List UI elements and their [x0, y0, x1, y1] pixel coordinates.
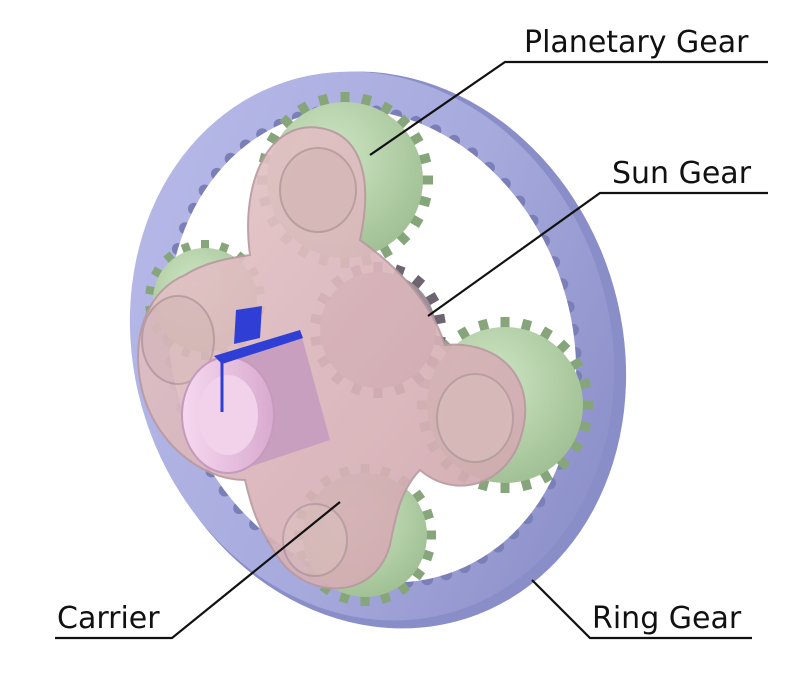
leader-carrier: [55, 501, 341, 640]
label-carrier: Carrier: [57, 601, 160, 636]
label-sun-gear: Sun Gear: [612, 156, 752, 191]
shaft-key: [234, 306, 262, 344]
leader-sun-gear: [427, 191, 768, 317]
leader-lines: [55, 60, 768, 640]
leader-ring-gear: [531, 579, 752, 640]
output-shaft: [181, 306, 330, 474]
leader-planetary-gear: [369, 60, 768, 156]
label-ring-gear: Ring Gear: [592, 601, 742, 636]
label-planetary-gear: Planetary Gear: [524, 25, 749, 60]
